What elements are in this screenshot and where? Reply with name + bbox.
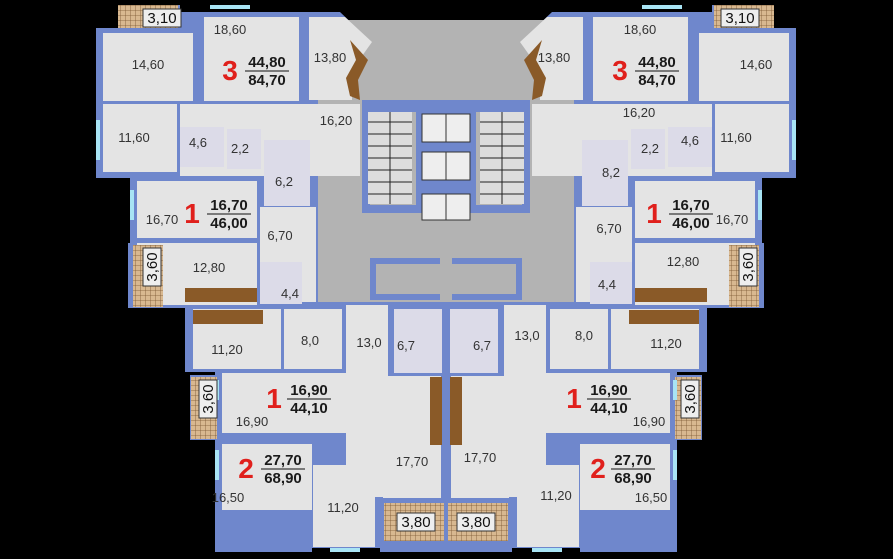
apartment-total-area: 84,70 <box>638 72 676 89</box>
balcony-label-box <box>738 247 758 287</box>
balcony-area-label: 3,80 <box>401 514 430 531</box>
room-area-label: 13,0 <box>356 335 381 350</box>
room-area-label: 13,80 <box>314 50 347 65</box>
room-area-label: 13,0 <box>514 328 539 343</box>
room-area-label: 11,60 <box>118 130 150 145</box>
balcony-label-box <box>396 512 436 532</box>
apartment-total-area: 68,90 <box>264 470 302 487</box>
apartment-rooms-count: 1 <box>566 383 582 414</box>
room-area-label: 11,20 <box>327 500 359 515</box>
room-area-label: 11,20 <box>211 342 243 357</box>
balcony-label-box <box>456 512 496 532</box>
apartment-total-area: 84,70 <box>248 72 286 89</box>
room-area-label: 16,50 <box>635 490 668 505</box>
room-area-label: 14,60 <box>132 57 165 72</box>
balcony-label-box <box>720 8 760 28</box>
room-area-label: 17,70 <box>464 450 497 465</box>
room-area-label: 16,20 <box>320 113 353 128</box>
balcony-label-box <box>142 8 182 28</box>
apartment-living-area: 44,80 <box>248 54 286 71</box>
balcony-area-label: 3,80 <box>461 514 490 531</box>
room-area-label: 16,90 <box>633 414 666 429</box>
room-area-label: 8,0 <box>575 328 593 343</box>
room-area-label: 16,70 <box>146 212 179 227</box>
room-area-label: 13,80 <box>538 50 571 65</box>
room-area-label: 2,2 <box>641 141 659 156</box>
room-area-label: 4,4 <box>281 286 299 301</box>
room-area-label: 11,20 <box>650 336 682 351</box>
balcony-area-label: 3,60 <box>144 252 161 281</box>
apartment-rooms-count: 1 <box>646 198 662 229</box>
apartment-rooms-count: 3 <box>612 55 628 86</box>
room-area-label: 11,60 <box>720 130 752 145</box>
room-area-label: 16,20 <box>623 105 656 120</box>
room-area-label: 16,50 <box>212 490 245 505</box>
balcony-label-box <box>680 379 700 419</box>
room-area-label: 17,70 <box>396 454 429 469</box>
room-area-label: 18,60 <box>214 22 247 37</box>
room-area-label: 8,0 <box>301 333 319 348</box>
room-area-label: 6,7 <box>397 338 415 353</box>
apartment-rooms-count: 2 <box>238 453 254 484</box>
balcony-label-box <box>142 247 162 287</box>
room-area-label: 18,60 <box>624 22 657 37</box>
room-area-label: 4,4 <box>598 277 616 292</box>
room-area-label: 11,20 <box>540 488 572 503</box>
apartment-total-area: 46,00 <box>672 215 710 232</box>
room-area-label: 6,70 <box>596 221 621 236</box>
balcony-area-label: 3,60 <box>682 384 699 413</box>
apartment-living-area: 27,70 <box>264 452 302 469</box>
apartment-total-area: 68,90 <box>614 470 652 487</box>
room-area-label: 4,6 <box>189 135 207 150</box>
room-area-label: 6,7 <box>473 338 491 353</box>
apartment-total-area: 46,00 <box>210 215 248 232</box>
room-area-label: 12,80 <box>193 260 226 275</box>
room-area-label: 16,70 <box>716 212 749 227</box>
apartment-rooms-count: 3 <box>222 55 238 86</box>
apartment-rooms-count: 1 <box>184 198 200 229</box>
apartment-living-area: 16,90 <box>590 382 628 399</box>
apartment-total-area: 44,10 <box>590 400 628 417</box>
apartment-living-area: 16,70 <box>672 197 710 214</box>
balcony-area-label: 3,60 <box>200 384 217 413</box>
room-area-label: 6,2 <box>275 174 293 189</box>
room-area-label: 8,2 <box>602 165 620 180</box>
room-area-label: 12,80 <box>667 254 700 269</box>
room-area-label: 4,6 <box>681 133 699 148</box>
apartment-rooms-count: 2 <box>590 453 606 484</box>
apartment-living-area: 27,70 <box>614 452 652 469</box>
apartment-living-area: 16,90 <box>290 382 328 399</box>
central-corridor <box>440 258 452 302</box>
apartment-total-area: 44,10 <box>290 400 328 417</box>
apartment-rooms-count: 1 <box>266 383 282 414</box>
balcony-label-box <box>198 379 218 419</box>
balcony-area-label: 3,10 <box>147 10 176 27</box>
balcony-area-label: 3,60 <box>740 252 757 281</box>
room-area-label: 14,60 <box>740 57 773 72</box>
room-area-label: 16,90 <box>236 414 269 429</box>
apartment-living-area: 44,80 <box>638 54 676 71</box>
apartment-living-area: 16,70 <box>210 197 248 214</box>
balcony-area-label: 3,10 <box>725 10 754 27</box>
room-area-label: 6,70 <box>267 228 292 243</box>
room-area-label: 2,2 <box>231 141 249 156</box>
